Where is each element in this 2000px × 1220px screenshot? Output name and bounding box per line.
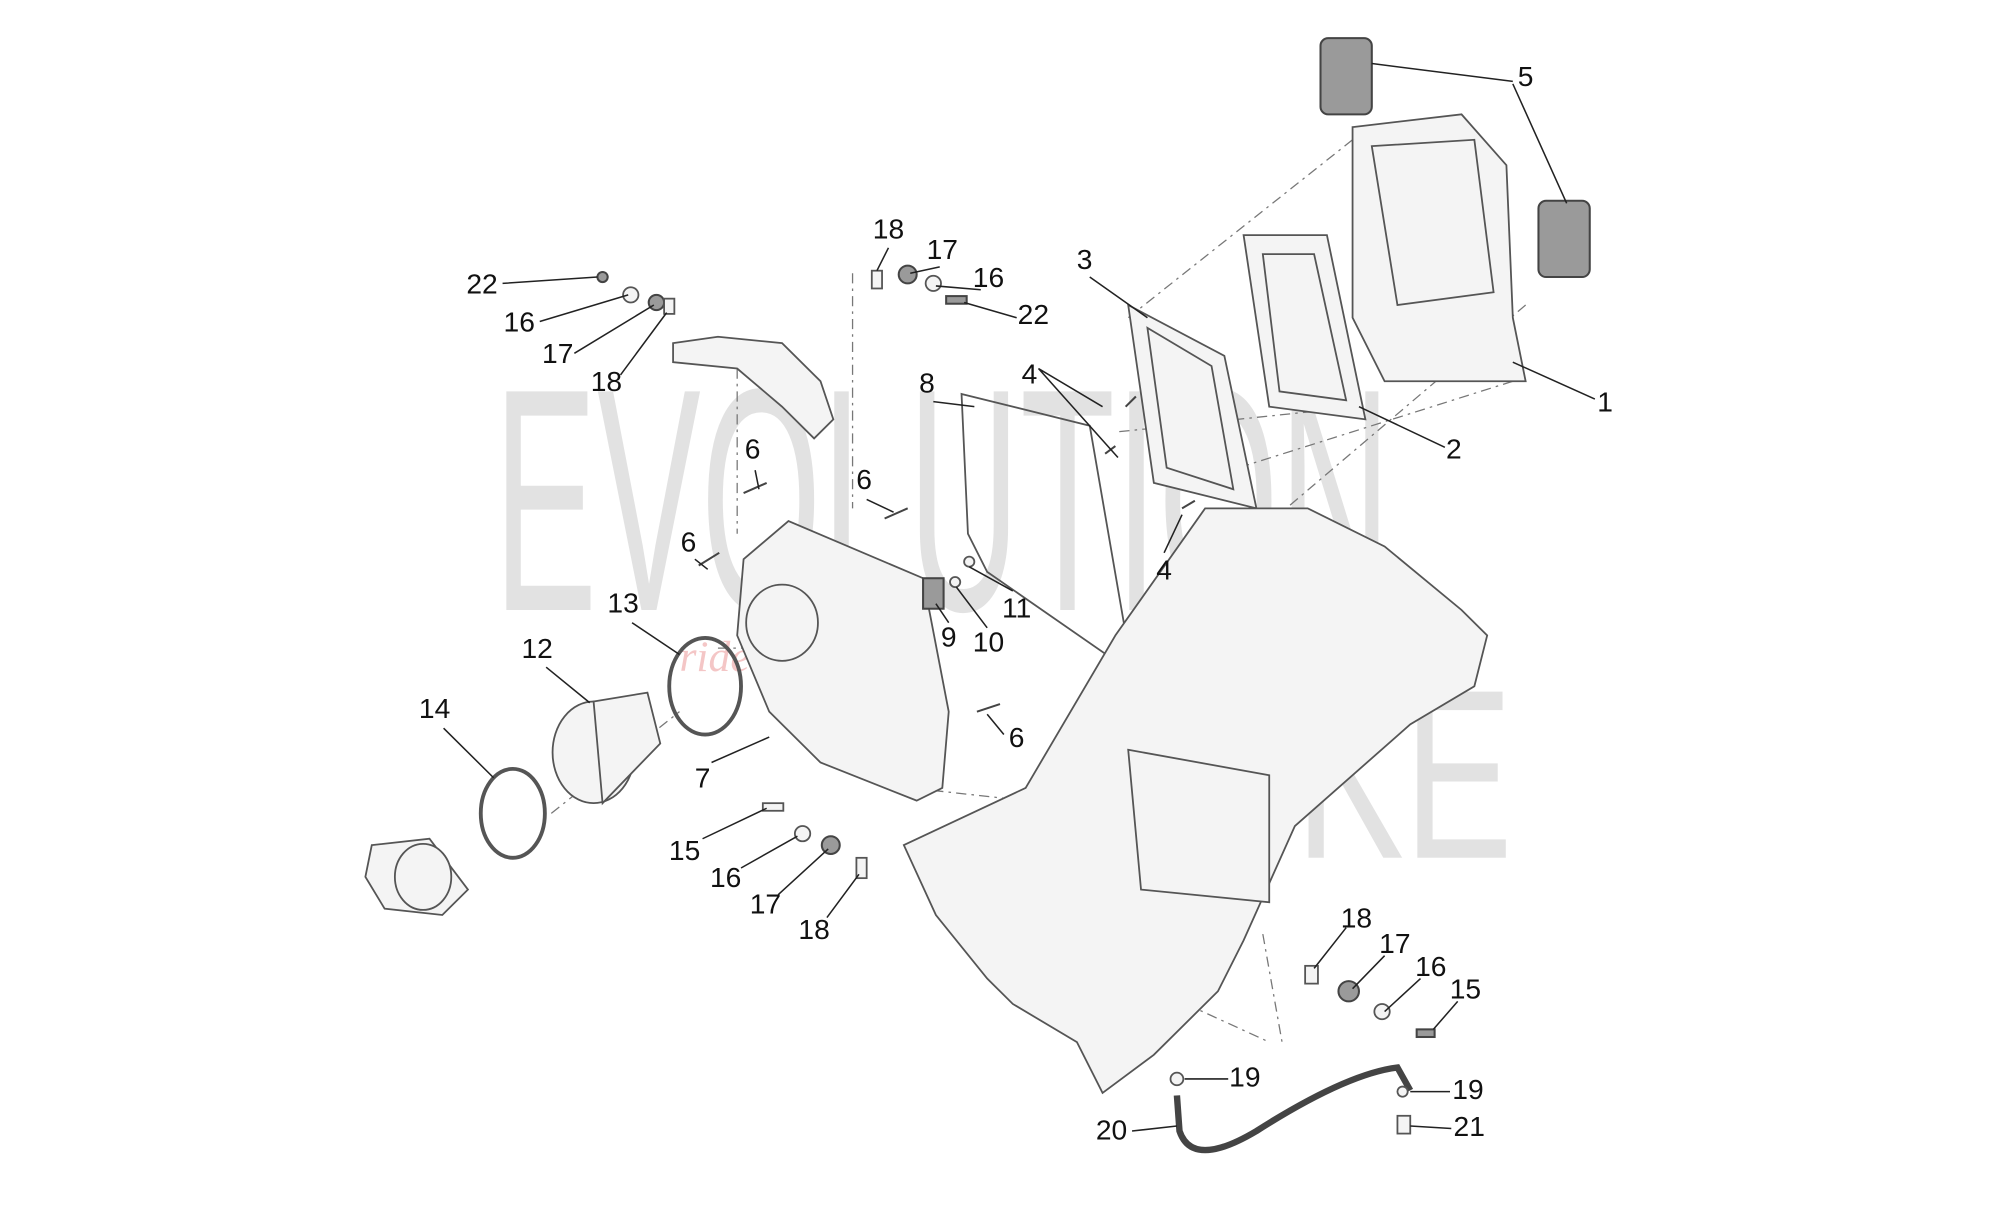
- callout-label: 6: [745, 434, 761, 465]
- callout-label: 10: [973, 627, 1004, 658]
- small-fasteners: [596, 264, 1436, 1135]
- clamp-part-14: [478, 766, 547, 860]
- callout-label: 15: [669, 835, 700, 866]
- callout-label: 11: [1002, 592, 1031, 623]
- callout-label: 6: [681, 526, 697, 557]
- callout-label: 17: [542, 338, 573, 369]
- lower-housing-part: [902, 507, 1489, 1095]
- callout-label: 5: [1518, 61, 1534, 92]
- callout-label: 6: [856, 464, 872, 495]
- callout-label: 20: [1096, 1115, 1127, 1146]
- callout-label: 19: [1452, 1074, 1483, 1105]
- clamp-part-13: [667, 636, 743, 737]
- callout-labels: 5 1 2 3 4 4 8 18 17 16 22 22 16 17 18 6 …: [419, 61, 1613, 1145]
- callout-label: 17: [1379, 928, 1410, 959]
- callout-label: 17: [927, 234, 958, 265]
- callout-label: 22: [1018, 299, 1049, 330]
- airbox-body-part-7: [736, 520, 950, 802]
- callout-label: 18: [873, 214, 904, 245]
- callout-label: 15: [1450, 974, 1481, 1005]
- callout-label: 18: [591, 366, 622, 397]
- callout-label: 3: [1077, 244, 1093, 275]
- callout-label: 16: [973, 262, 1004, 293]
- callout-label: 22: [466, 268, 497, 299]
- callout-label: 9: [941, 622, 957, 653]
- callout-label: 14: [419, 693, 450, 724]
- callout-label: 16: [1415, 951, 1446, 982]
- intake-sleeve-part-12: [551, 691, 662, 806]
- callout-label: 18: [1341, 903, 1372, 934]
- callout-label: 1: [1597, 387, 1613, 418]
- callout-label: 13: [607, 587, 638, 618]
- bracket-part: [672, 335, 835, 440]
- callout-label: 16: [504, 307, 535, 338]
- callout-label: 4: [1022, 359, 1038, 390]
- callout-label: 18: [798, 914, 829, 945]
- callout-label: 12: [521, 633, 552, 664]
- callout-label: 21: [1454, 1111, 1485, 1142]
- callout-label: 6: [1009, 722, 1025, 753]
- manifold-part: [364, 837, 470, 916]
- callout-label: 7: [695, 763, 711, 794]
- callout-label: 2: [1446, 434, 1462, 465]
- filter-element-part-2: [1242, 234, 1367, 421]
- airbox-cover-part-1: [1351, 113, 1527, 383]
- leader-lines: [443, 62, 1596, 1132]
- callout-label: 19: [1229, 1061, 1260, 1092]
- callout-label: 16: [710, 862, 741, 893]
- hose-part-20: [1173, 1064, 1414, 1154]
- filter-frame-part-3: [1127, 303, 1258, 510]
- intake-duct-part-5: [1319, 37, 1591, 279]
- callout-label: 17: [750, 889, 781, 920]
- callout-label: 8: [919, 368, 935, 399]
- callout-label: 4: [1156, 554, 1172, 585]
